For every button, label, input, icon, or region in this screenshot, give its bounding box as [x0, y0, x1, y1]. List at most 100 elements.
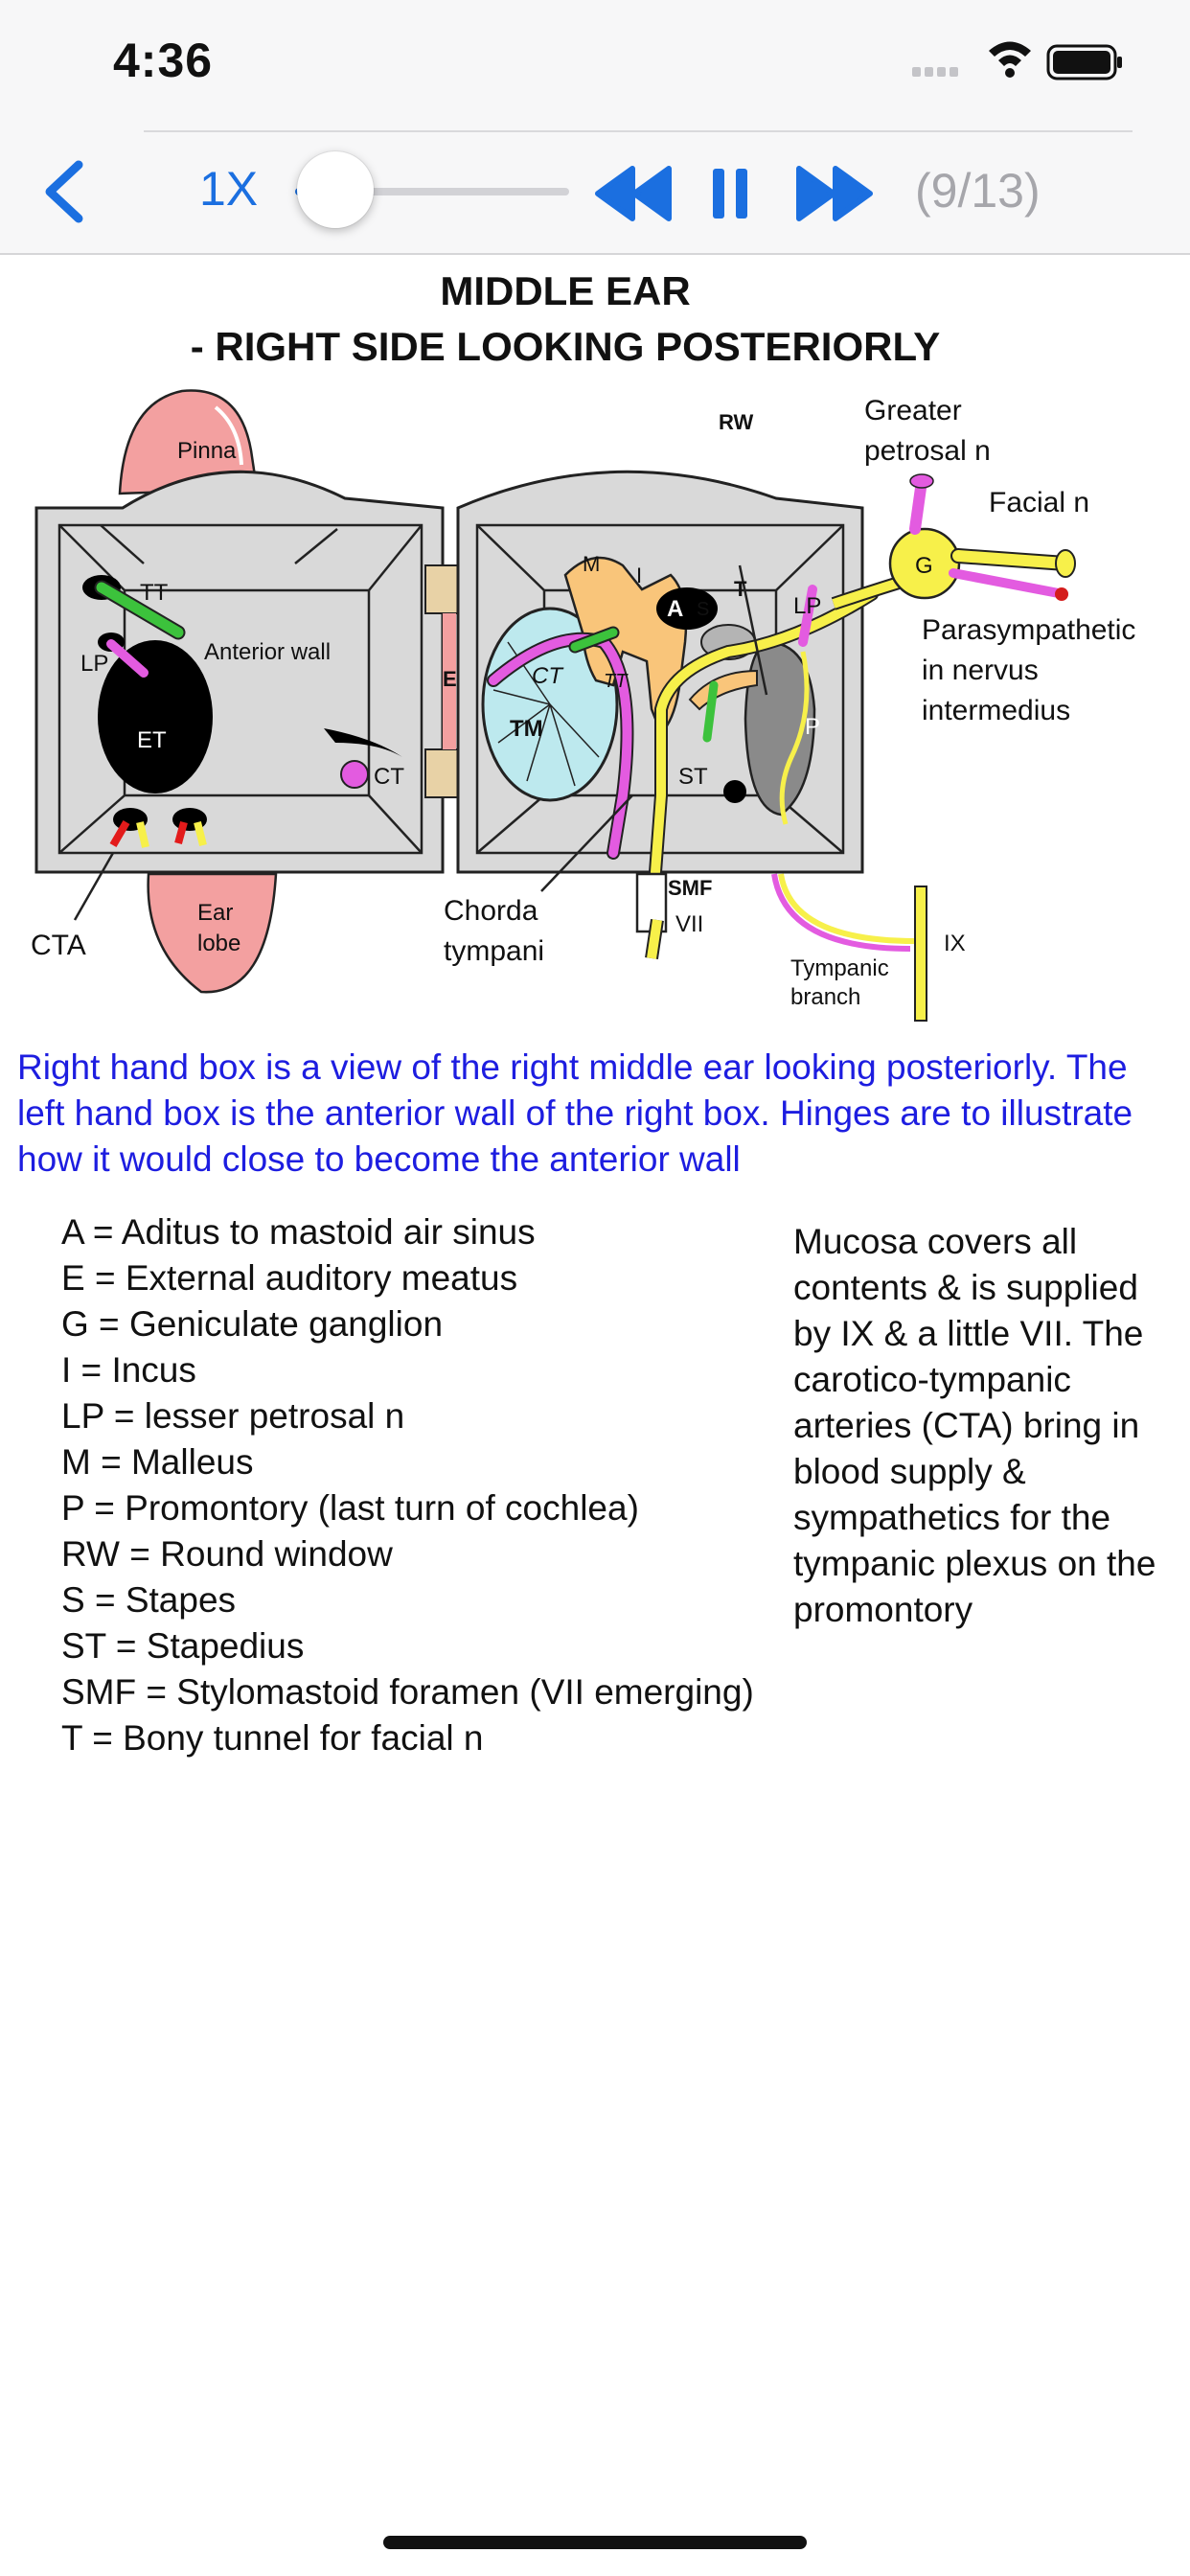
legend-item: RW = Round window	[61, 1534, 393, 1574]
label-lp-left: LP	[80, 651, 108, 677]
progress-slider-thumb[interactable]	[297, 151, 374, 228]
label-tympanic-2: branch	[790, 984, 860, 1010]
label-m: M	[583, 552, 600, 576]
tympanic-branch-magenta	[771, 873, 911, 952]
legend-item: A = Aditus to mastoid air sinus	[61, 1212, 536, 1252]
lesser-petrosal-nerve-right	[798, 585, 817, 647]
glossopharyngeal-nerve	[914, 886, 927, 1022]
label-greater-petrosal-2: petrosal n	[864, 435, 991, 467]
label-smf: SMF	[668, 876, 712, 900]
eustachian-tube-opening	[98, 640, 213, 794]
audio-player-bar: 1X (9/13)	[0, 134, 1190, 255]
left-box-edges	[58, 524, 423, 854]
chorda-leader-line	[540, 794, 633, 892]
legend-item: LP = lesser petrosal n	[61, 1396, 405, 1436]
cta-artery-2	[174, 820, 188, 845]
round-window	[723, 780, 746, 803]
pause-icon[interactable]	[698, 155, 765, 232]
abbreviation-legend: A = Aditus to mastoid air sinus E = Exte…	[61, 1209, 790, 1761]
tensor-tympani-muscle	[96, 582, 184, 638]
greater-petrosal-cut-end	[909, 473, 934, 489]
label-i: I	[636, 564, 642, 587]
legend-item: G = Geniculate ganglion	[61, 1304, 444, 1344]
tt-tendon	[570, 628, 618, 652]
legend-item: M = Malleus	[61, 1442, 254, 1482]
ct-exit-canal	[324, 728, 402, 757]
label-ct-left: CT	[374, 764, 404, 790]
legend-item: ST = Stapedius	[61, 1626, 305, 1666]
label-ear-2: lobe	[197, 931, 240, 956]
status-icons	[912, 41, 1122, 80]
cta-leader-line	[73, 852, 115, 921]
wifi-icon	[989, 41, 1031, 78]
battery-icon	[1046, 44, 1122, 80]
legend-item: E = External auditory meatus	[61, 1258, 518, 1298]
label-g: G	[915, 553, 933, 579]
rw-leader-line	[738, 564, 768, 696]
greater-petrosal-nerve	[909, 475, 927, 535]
lesser-petrosal-nerve-left	[106, 639, 149, 678]
chorda-tympani-cut-end	[340, 760, 369, 789]
aditus-opening	[656, 587, 718, 630]
label-greater-petrosal-1: Greater	[864, 395, 962, 426]
label-p: P	[805, 714, 820, 740]
label-e: E	[443, 667, 457, 691]
playback-speed-button[interactable]: 1X	[199, 162, 259, 216]
external-meatus-strip	[443, 613, 456, 749]
tympanic-plexus	[779, 651, 810, 825]
mucosa-note: Mucosa covers all contents & is supplied…	[793, 1222, 1156, 1629]
chorda-tympani-nerve-fill	[489, 633, 632, 858]
label-anterior-wall: Anterior wall	[204, 639, 331, 665]
label-chorda-1: Chorda	[444, 895, 538, 927]
label-tympanic-1: Tympanic	[790, 955, 889, 981]
label-cta: CTA	[31, 930, 86, 961]
label-parasympathetic-2: in nervus	[922, 655, 1039, 686]
tympanic-branch-yellow	[778, 873, 916, 944]
label-pinna: Pinna	[177, 438, 237, 464]
fast-forward-icon[interactable]	[788, 155, 883, 232]
label-ct-right: CT	[532, 663, 564, 689]
label-tt-left: TT	[140, 580, 169, 606]
nervus-intermedius-cut-end	[1055, 587, 1068, 601]
label-a: A	[667, 596, 683, 622]
label-tt-right: TT	[604, 671, 629, 692]
legend-item: SMF = Stylomastoid foramen (VII emerging…	[61, 1672, 754, 1712]
diagram-title-line1: MIDDLE EAR	[440, 268, 691, 313]
legend-item: I = Incus	[61, 1350, 196, 1390]
pinna-fold	[214, 405, 243, 466]
legend-item: S = Stapes	[61, 1580, 237, 1620]
label-parasympathetic-1: Parasympathetic	[922, 614, 1135, 646]
right-box-edges	[476, 524, 844, 854]
home-indicator[interactable]	[383, 2536, 807, 2549]
label-ix: IX	[944, 931, 966, 956]
cta-artery-1	[109, 819, 130, 848]
facial-nerve-root	[952, 550, 1071, 569]
label-facial-n: Facial n	[989, 487, 1089, 518]
label-lp-right: LP	[793, 593, 821, 619]
facial-nerve-fill	[651, 589, 877, 877]
facial-nerve-cut-end	[1055, 549, 1076, 578]
label-parasympathetic-3: intermedius	[922, 695, 1070, 726]
middle-ear-diagram: MIDDLE EAR - RIGHT SIDE LOOKING POSTERIO…	[0, 259, 1190, 1025]
cta-nerve-1	[136, 821, 149, 848]
ear-lobe-shape	[147, 872, 278, 994]
rewind-icon[interactable]	[586, 155, 682, 232]
page-counter: (9/13)	[915, 164, 1041, 218]
cta-nerve-2	[194, 821, 207, 846]
tympanic-membrane-lines	[492, 641, 600, 787]
label-vii: VII	[675, 911, 703, 937]
status-bar: 4:36	[0, 0, 1190, 134]
label-ear-1: Ear	[197, 900, 233, 926]
label-st: ST	[678, 764, 708, 790]
diagram-canvas: Pinna TT LP Anterior wall CT Ear lobe CT…	[31, 389, 1135, 1022]
nervus-intermedius	[949, 568, 1068, 599]
signal-icon	[912, 67, 958, 77]
label-t: T	[734, 577, 747, 601]
label-tm: TM	[510, 716, 543, 742]
label-rw: RW	[719, 410, 753, 434]
separator-line	[144, 130, 1133, 132]
back-chevron-icon[interactable]	[29, 153, 96, 230]
label-chorda-2: tympani	[444, 935, 544, 967]
diagram-title-line2: - RIGHT SIDE LOOKING POSTERIORLY	[190, 324, 941, 369]
legend-item: P = Promontory (last turn of cochlea)	[61, 1488, 639, 1528]
